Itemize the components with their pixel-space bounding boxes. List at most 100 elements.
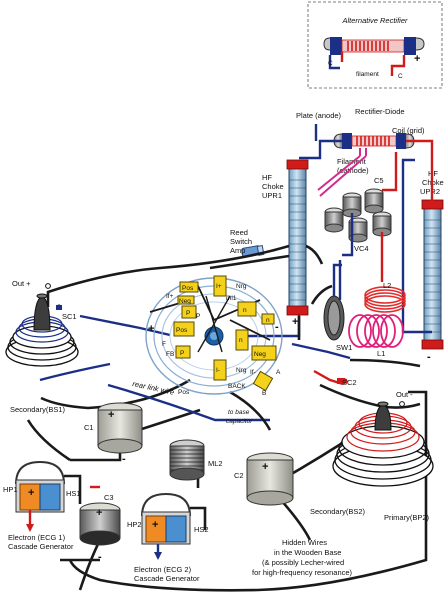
inset-plate-left — [330, 37, 342, 55]
ml1-label: ml1 — [226, 295, 237, 302]
to-base-label-1: to base — [228, 409, 250, 416]
inset-plate-right — [404, 37, 416, 55]
c3-capacitor-icon: + - — [79, 502, 121, 563]
magnet-i-plus — [213, 275, 227, 297]
c3-label: C3 — [104, 493, 114, 502]
svg-text:P: P — [186, 310, 190, 317]
out-plus-label: Out + — [12, 279, 31, 288]
choke1-body — [288, 167, 307, 309]
choke1-cap-bottom — [286, 305, 309, 316]
secondary-bs1-label: Secondary(BS1) — [10, 405, 66, 414]
ecg2-label-1: Electron (ECG 2) — [134, 565, 192, 574]
c2-label: C2 — [234, 471, 244, 480]
choke1-choke: Choke — [262, 182, 284, 191]
rectifier-diode-title: Rectifier-Diode — [355, 107, 405, 116]
hidden-wires-3: (& possibly Lecher-wired — [262, 558, 344, 567]
b-label: B — [262, 390, 266, 397]
diode-plate-left — [342, 133, 352, 149]
magnet-b-block — [252, 370, 274, 392]
coil-grid-label: Coil (grid) — [392, 126, 425, 135]
f-label: F — [162, 341, 166, 348]
c5-label: C5 — [374, 176, 384, 185]
rectifier-diode: Plate (anode) Rectifier-Diode Coil (grid… — [296, 107, 425, 175]
inset-plus: + — [414, 53, 420, 65]
choke1-windings — [289, 179, 306, 301]
ecg1-plus: + — [28, 487, 34, 499]
vc4-cylinders — [324, 188, 392, 243]
reed-label-1: Reed — [230, 228, 248, 237]
reed-label-2: Switch — [230, 237, 252, 246]
coil-l2-icon — [364, 286, 406, 313]
ecg1-label-1: Electron (ECG 1) — [8, 533, 66, 542]
ecg2-cascade-generator-icon: + — [141, 492, 207, 560]
hs2-label: HS2 — [194, 525, 209, 534]
sw1-label: SW1 — [336, 343, 352, 352]
fb-label: FB — [166, 351, 174, 358]
if-minus-label: If- — [250, 369, 256, 376]
back-label: BACK — [228, 383, 246, 390]
hf-choke-upr1: HF Choke UPR1 + — [262, 159, 309, 328]
choke1-plus: + — [292, 316, 298, 328]
inset-tube-cap-right — [415, 37, 425, 51]
secondary-bs2-label: Secondary(BS2) — [310, 507, 366, 516]
c3-plus: + — [96, 507, 102, 519]
magnet-minus: - — [275, 321, 279, 333]
magnet-n-right — [237, 301, 257, 317]
ecg2-plus: + — [152, 519, 158, 531]
sc1-capacitor-icon — [56, 304, 62, 310]
grid-coil-icon — [356, 136, 390, 146]
sw1-switch-icon — [323, 260, 345, 341]
out-minus-label: Out - — [396, 390, 413, 399]
magnet-pos-left — [173, 321, 195, 337]
plate-label: Plate (anode) — [296, 111, 342, 120]
magnet-blocks: Pos Neg I+ P Pos P n n n Neg I- — [173, 275, 277, 392]
inset-coil-icon — [347, 41, 389, 51]
choke1-cap-top — [286, 159, 309, 170]
magnet-neg-right — [251, 345, 277, 361]
svg-text:Neg: Neg — [179, 298, 191, 305]
ml2-coil-icon — [169, 439, 205, 481]
choke2-upr2: UPR2 — [420, 187, 440, 196]
sc2-label: SC2 — [342, 378, 357, 387]
inset-c-right: C — [398, 73, 403, 80]
primary-bp2-label: Primary(BP2) — [384, 513, 430, 522]
secondary-bs2-coil-icon — [332, 401, 434, 487]
svg-text:I+: I+ — [216, 283, 222, 290]
hidden-wires-4: for high-frequency resonance) — [252, 568, 353, 577]
hs1-label: HS1 — [66, 489, 81, 498]
hp1-label: HP1 — [3, 485, 18, 494]
magnet-p-left — [181, 305, 197, 319]
choke2-minus: - — [427, 351, 431, 363]
a-label: A — [276, 369, 281, 376]
p-label-upper: P — [196, 313, 200, 320]
c2-capacitor-icon: + — [246, 452, 294, 506]
reed-label-3: Amp — [230, 246, 245, 255]
svg-text:n: n — [266, 317, 270, 324]
wires-top — [248, 124, 434, 340]
c1-minus: - — [122, 453, 126, 465]
sc2-capacitor-icon — [337, 378, 348, 384]
magnet-n-mid — [235, 329, 249, 351]
inset-filament-label: filament — [356, 71, 379, 78]
l1-label: L1 — [377, 349, 385, 358]
hf-choke-upr2: HF Choke UPR2 - — [420, 169, 444, 363]
secondary-bs1-coil-icon — [5, 283, 79, 367]
hidden-wires-2: in the Wooden Base — [274, 548, 341, 557]
choke2-cap-bottom — [421, 339, 444, 350]
magnet-neg-top — [177, 295, 195, 305]
svg-text:P: P — [180, 350, 184, 357]
out-minus-terminal-icon — [399, 401, 405, 407]
choke1-upr1: UPR1 — [262, 191, 282, 200]
svg-text:Pos: Pos — [176, 327, 188, 334]
diode-plate-right — [396, 133, 406, 149]
c2-plus: + — [262, 461, 268, 473]
alt-rectifier-title: Alternative Rectifier — [341, 16, 408, 25]
c1-capacitor-icon: + - — [97, 402, 143, 465]
ecg1-label-2: Cascade Generator — [8, 542, 74, 551]
choke2-windings — [424, 219, 441, 333]
c1-label: C1 — [84, 423, 94, 432]
svg-text:I-: I- — [216, 367, 220, 374]
inset-tube-cap-left — [323, 37, 331, 51]
magnet-i-minus — [213, 359, 227, 381]
